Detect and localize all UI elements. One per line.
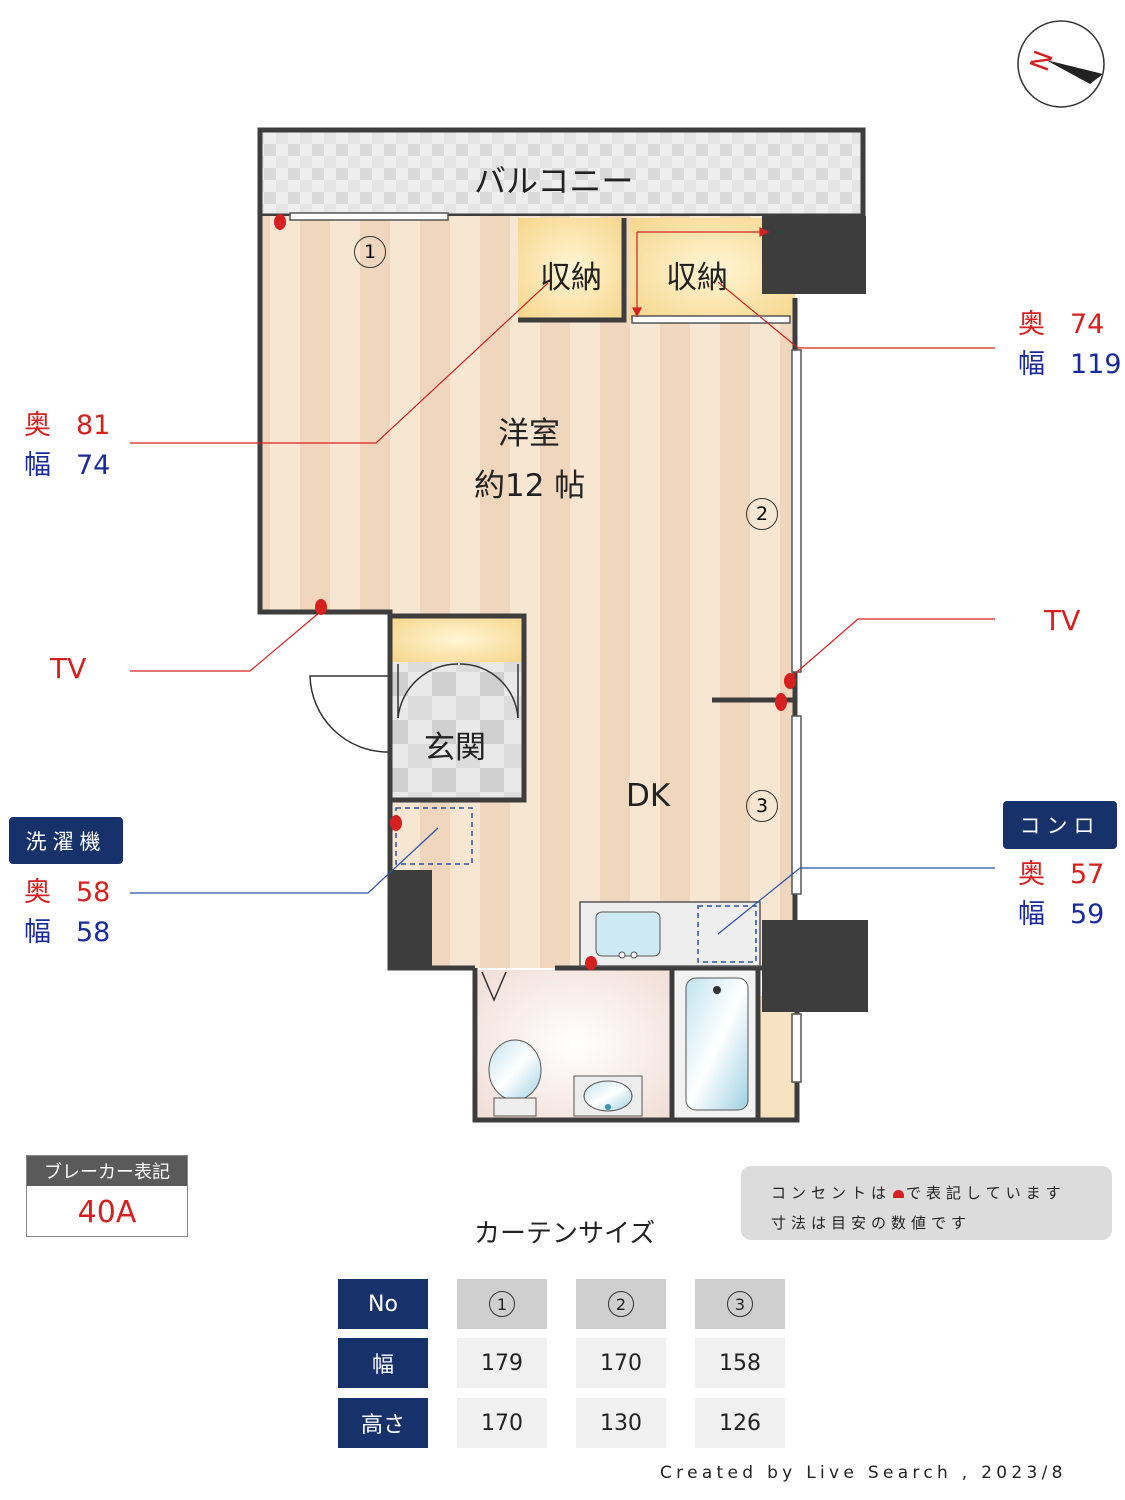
entrance-door	[309, 663, 519, 1002]
callout-lines	[130, 281, 995, 935]
curtain-header-3: 3	[695, 1279, 785, 1329]
storage-left-label: 収納	[540, 260, 602, 296]
wall-block	[388, 870, 432, 970]
western-room-label: 洋室	[498, 416, 560, 452]
curtain-width-3: 158	[695, 1338, 785, 1388]
compass-icon: N	[1017, 20, 1105, 108]
floor-area	[260, 216, 795, 968]
stove-badge: コンロ	[1003, 801, 1117, 849]
window-marker-1: 1	[354, 236, 386, 268]
window-marker-3: 3	[746, 790, 778, 822]
side-area	[760, 996, 796, 1118]
curtain-row-width-label: 幅	[338, 1338, 428, 1388]
stove-space	[697, 905, 757, 963]
breaker-title: ブレーカー表記	[27, 1156, 187, 1186]
note-line1-a: コンセントは	[771, 1184, 892, 1202]
note-box: コンセントはで表記しています 寸法は目安の数値です	[741, 1166, 1112, 1240]
note-line2: 寸法は目安の数値です	[771, 1214, 972, 1232]
toilet	[488, 1039, 542, 1101]
curtain-row-height-label: 高さ	[338, 1398, 428, 1448]
curtain-height-2: 130	[576, 1398, 666, 1448]
wall-block	[762, 216, 866, 294]
curtain-header-1: 1	[457, 1279, 547, 1329]
tv-right-label: TV	[1044, 604, 1081, 637]
tv-left-label: TV	[50, 652, 87, 685]
wall-block	[762, 920, 868, 1012]
storage-left-area	[518, 218, 624, 320]
shoe-storage	[392, 616, 522, 662]
curtain-header-no: No	[338, 1279, 428, 1329]
window-marker-2: 2	[746, 498, 778, 530]
outlet-icon	[893, 1189, 905, 1198]
outlet-markers	[274, 214, 796, 970]
curtain-width-1: 179	[457, 1338, 547, 1388]
note-line1-b: で表記しています	[906, 1184, 1066, 1202]
western-room-size: 約12 帖	[474, 468, 586, 504]
curtain-height-1: 170	[457, 1398, 547, 1448]
windows	[289, 212, 802, 1083]
bathtub	[685, 977, 749, 1111]
breaker-value: 40A	[77, 1194, 137, 1230]
curtain-header-2: 2	[576, 1279, 666, 1329]
curtain-height-3: 126	[695, 1398, 785, 1448]
dk-label: DK	[626, 778, 671, 814]
washer-space	[395, 807, 473, 865]
balcony-label: バルコニー	[474, 162, 634, 200]
entrance-label: 玄関	[424, 730, 486, 766]
washer-badge: 洗濯機	[9, 817, 123, 864]
sink	[595, 911, 661, 957]
entrance-tile	[392, 662, 522, 800]
dimension-arrows	[632, 227, 770, 318]
curtain-title: カーテンサイズ	[474, 1219, 656, 1249]
curtain-width-2: 170	[576, 1338, 666, 1388]
breaker-box: ブレーカー表記 40A	[26, 1155, 188, 1237]
storage-right-label: 収納	[666, 260, 728, 296]
credit-text: Created by Live Search , 2023/8	[660, 1463, 1067, 1483]
